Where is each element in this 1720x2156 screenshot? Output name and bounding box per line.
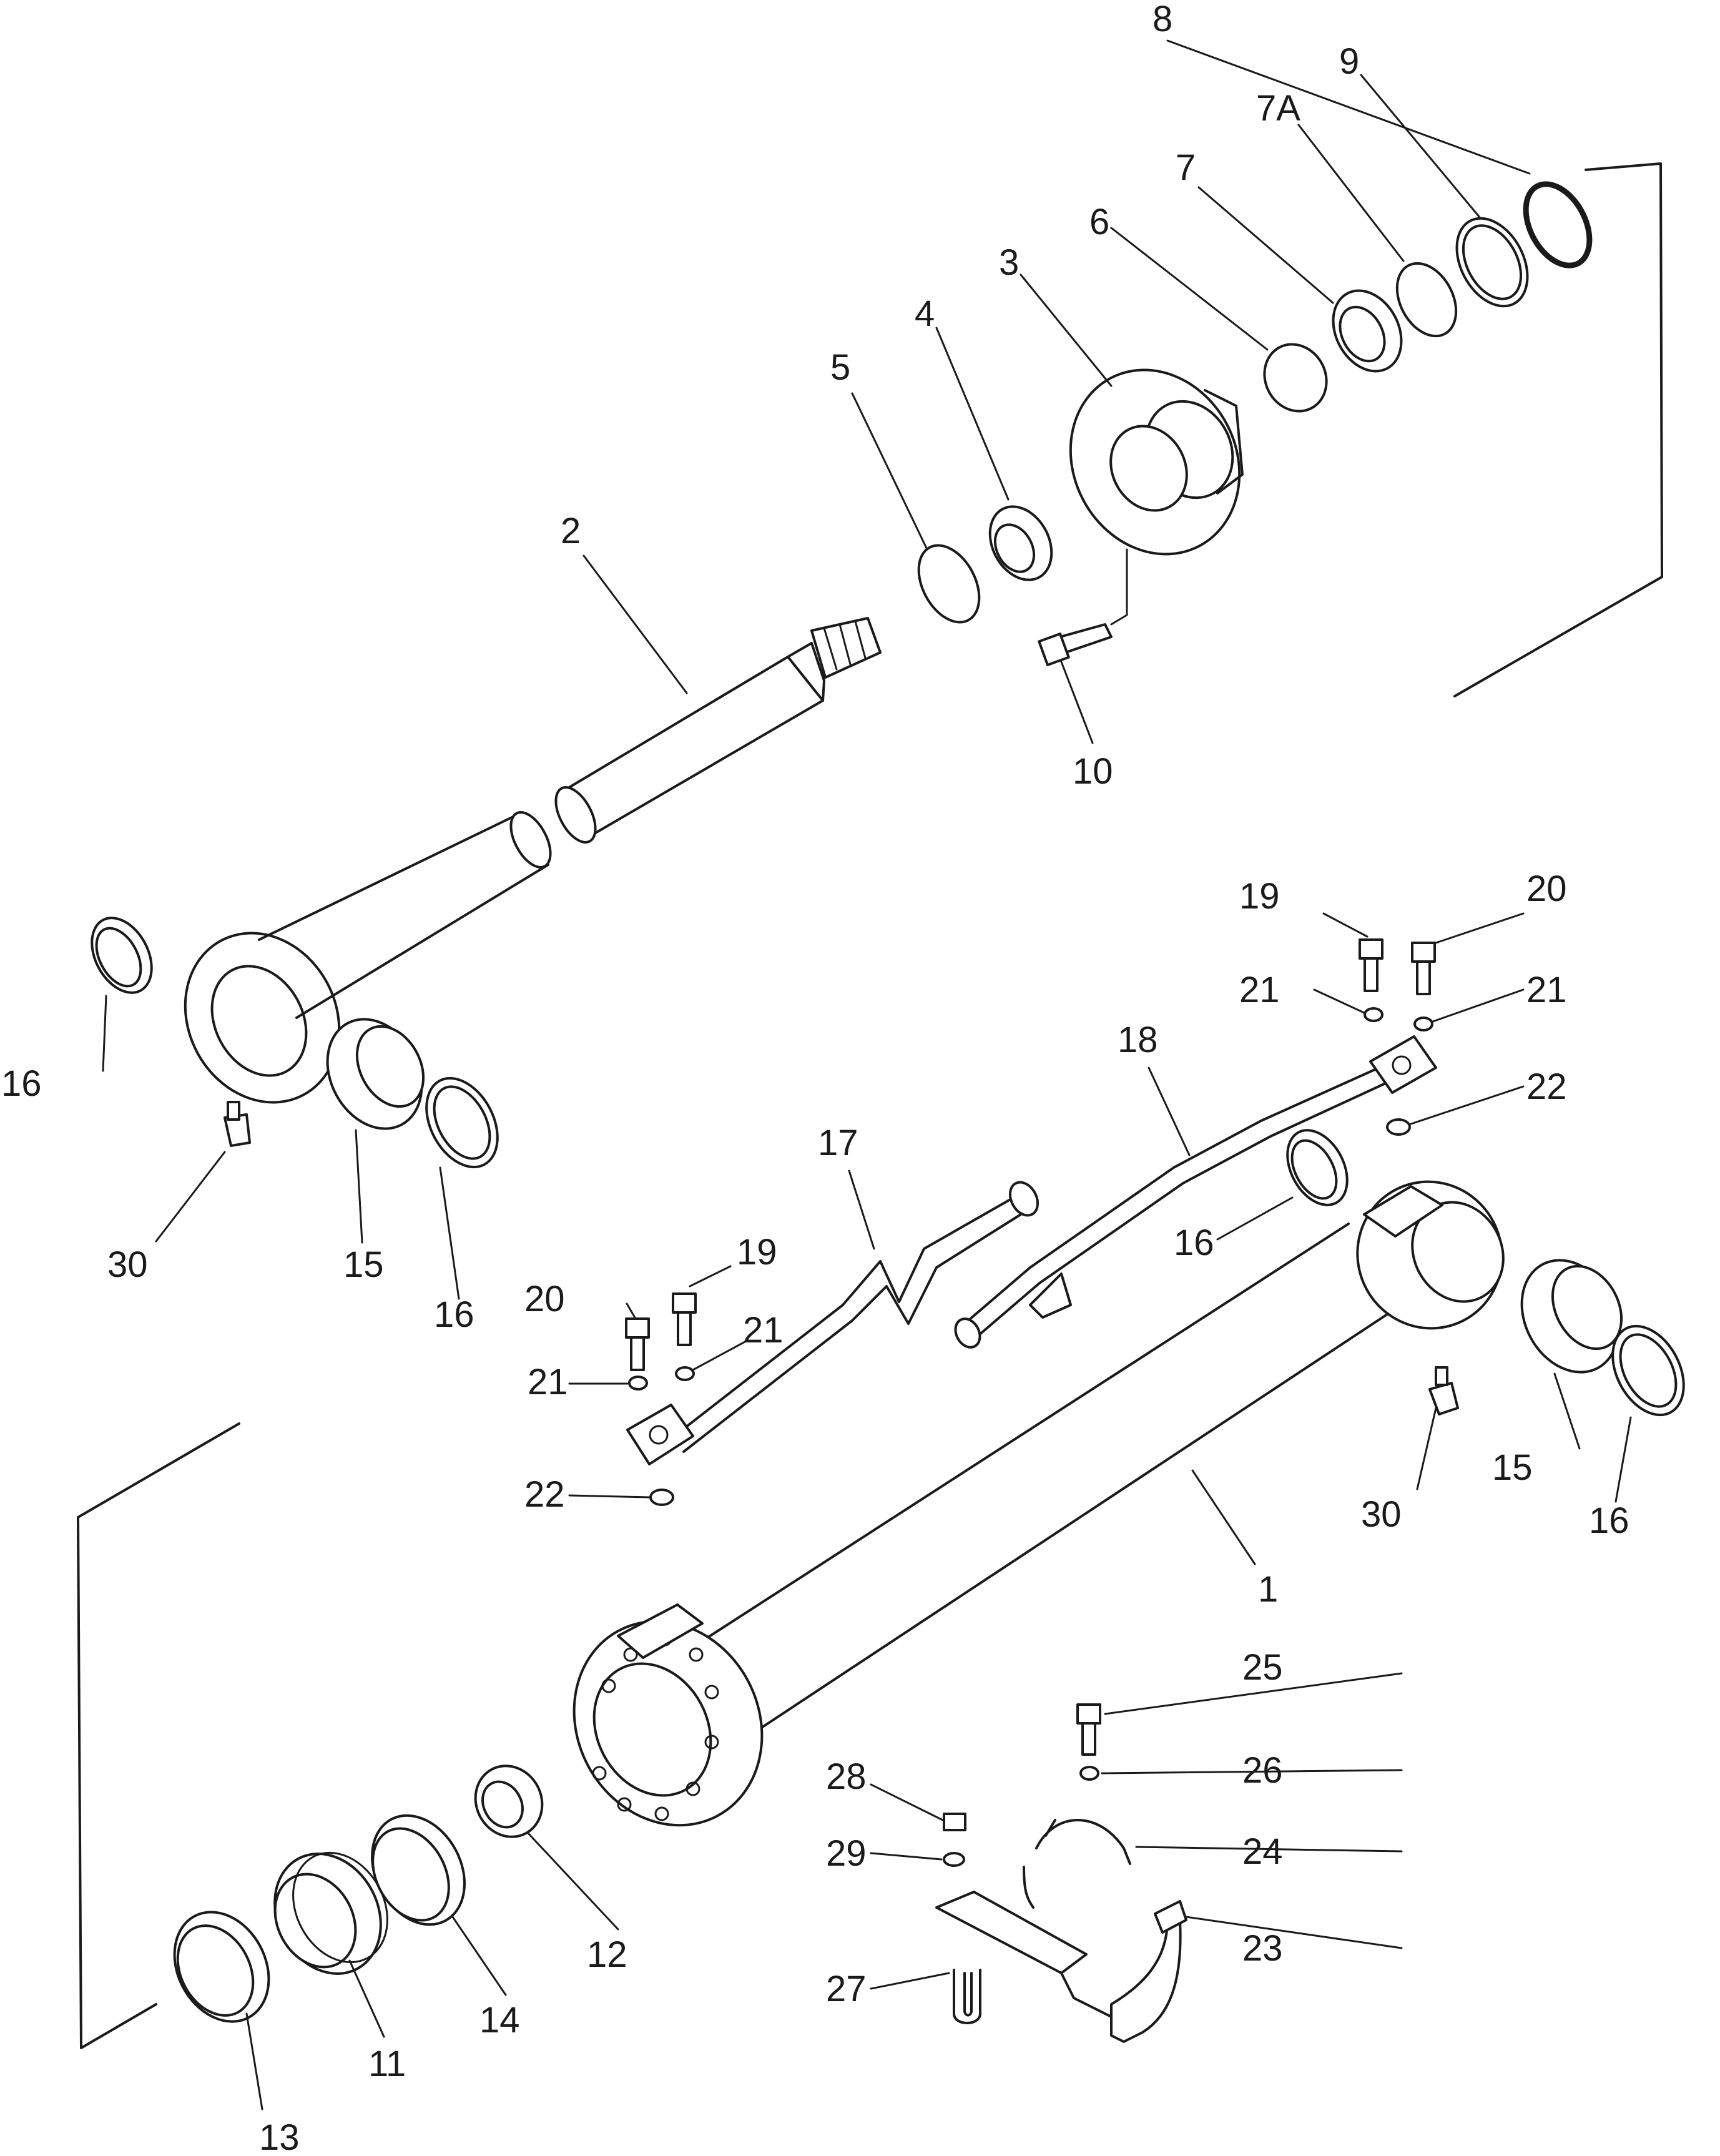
callout-21-lower-a: 21 xyxy=(528,1362,568,1402)
o-ring-22-upper xyxy=(1386,1118,1411,1136)
callout-9: 9 xyxy=(1339,41,1359,82)
o-ring-8 xyxy=(1523,181,1593,268)
callout-21-upper-b: 21 xyxy=(1526,970,1567,1010)
callout-19-upper: 19 xyxy=(1239,876,1280,917)
bolt-19-upper xyxy=(1359,938,1383,992)
washer-21-upper-b xyxy=(1413,1016,1433,1031)
piston-rod xyxy=(184,617,882,1104)
callout-26: 26 xyxy=(1242,1750,1283,1791)
callout-16-bottom-a: 16 xyxy=(1174,1223,1214,1263)
callout-16-bottom-b: 16 xyxy=(1589,1500,1629,1541)
u-bolt-27 xyxy=(953,1969,981,2024)
callout-14: 14 xyxy=(479,2000,520,2040)
callout-22-upper: 22 xyxy=(1526,1066,1567,1107)
callout-4: 4 xyxy=(915,293,935,334)
pipe-18 xyxy=(954,1035,1437,1349)
callout-1: 1 xyxy=(1258,1569,1278,1610)
ring-7a xyxy=(1395,262,1458,338)
callout-23: 23 xyxy=(1242,1928,1283,1969)
callout-16-rod-b: 16 xyxy=(434,1294,474,1335)
nut-12 xyxy=(474,1765,544,1838)
washer-29 xyxy=(943,1852,965,1867)
bushing-15-rod xyxy=(326,1018,425,1130)
bracket-frame-upper xyxy=(1453,162,1663,697)
ring-9 xyxy=(1455,217,1529,308)
bolt-20-upper xyxy=(1411,942,1436,995)
bushing-15-bottom xyxy=(1520,1259,1623,1374)
callout-2: 2 xyxy=(561,511,581,551)
piston-11 xyxy=(273,1851,388,1975)
clamp-band-24 xyxy=(1023,1819,1131,1909)
bushing-4 xyxy=(988,505,1053,581)
washer-21-lower-b xyxy=(675,1366,695,1381)
callout-30-bottom: 30 xyxy=(1361,1494,1402,1535)
washer-21-upper-a xyxy=(1364,1007,1383,1022)
callout-13: 13 xyxy=(259,2117,300,2156)
leader-lines xyxy=(102,39,1632,2110)
callout-25: 25 xyxy=(1242,1647,1283,1688)
washer-21-lower-a xyxy=(628,1376,648,1391)
callout-29: 29 xyxy=(826,1833,867,1874)
snap-ring-5 xyxy=(917,544,981,624)
callout-3: 3 xyxy=(999,242,1019,283)
callout-27: 27 xyxy=(826,1969,867,2009)
cylinder-head xyxy=(1069,368,1244,556)
grease-fitting-30-rod xyxy=(224,1101,251,1147)
bolt-10 xyxy=(1038,623,1113,666)
bolt-25 xyxy=(1076,1703,1101,1756)
callout-16-rod-a: 16 xyxy=(1,1063,42,1104)
bolt-20-lower xyxy=(625,1317,650,1371)
callout-5: 5 xyxy=(830,347,850,388)
callout-8: 8 xyxy=(1152,0,1172,39)
washer-26 xyxy=(1079,1766,1099,1781)
ring-16-bottom-b xyxy=(1611,1324,1685,1417)
pipe-17 xyxy=(626,1181,1039,1465)
bushing-14 xyxy=(371,1814,466,1926)
callout-21-upper-a: 21 xyxy=(1239,970,1280,1010)
bolt-19-lower xyxy=(672,1292,697,1346)
o-ring-22-lower xyxy=(649,1489,674,1506)
bushing-7 xyxy=(1332,289,1403,373)
ring-16-rod-b xyxy=(425,1076,499,1169)
callout-11: 11 xyxy=(368,2044,406,2084)
callout-7: 7 xyxy=(1176,147,1196,188)
callout-7a: 7A xyxy=(1256,88,1300,129)
callout-6: 6 xyxy=(1089,202,1109,242)
ring-16-bottom-a xyxy=(1286,1129,1349,1206)
seal-13 xyxy=(173,1911,270,2023)
callout-15-bottom: 15 xyxy=(1492,1447,1533,1488)
nut-28 xyxy=(943,1813,966,1831)
callout-17: 17 xyxy=(818,1123,858,1163)
callout-20-upper: 20 xyxy=(1526,869,1567,909)
callout-10: 10 xyxy=(1073,751,1113,792)
callout-28: 28 xyxy=(826,1756,867,1797)
bushing-6 xyxy=(1263,343,1328,413)
callout-24: 24 xyxy=(1242,1831,1283,1872)
callout-18: 18 xyxy=(1118,1020,1158,1060)
callout-12: 12 xyxy=(587,1934,627,1975)
callout-21-lower-b: 21 xyxy=(743,1310,784,1351)
callout-22-lower: 22 xyxy=(524,1474,565,1515)
grease-fitting-30-bottom xyxy=(1428,1366,1459,1415)
cylinder-tube xyxy=(573,1180,1505,1827)
callout-15-rod: 15 xyxy=(343,1244,384,1285)
ring-16-rod xyxy=(91,917,153,994)
clamp-bracket-23 xyxy=(935,1891,1187,2043)
callout-19-lower: 19 xyxy=(737,1232,777,1272)
callout-20-lower: 20 xyxy=(524,1279,565,1319)
bracket-frame-lower xyxy=(77,1422,240,2049)
callout-30-rod: 30 xyxy=(107,1244,148,1285)
